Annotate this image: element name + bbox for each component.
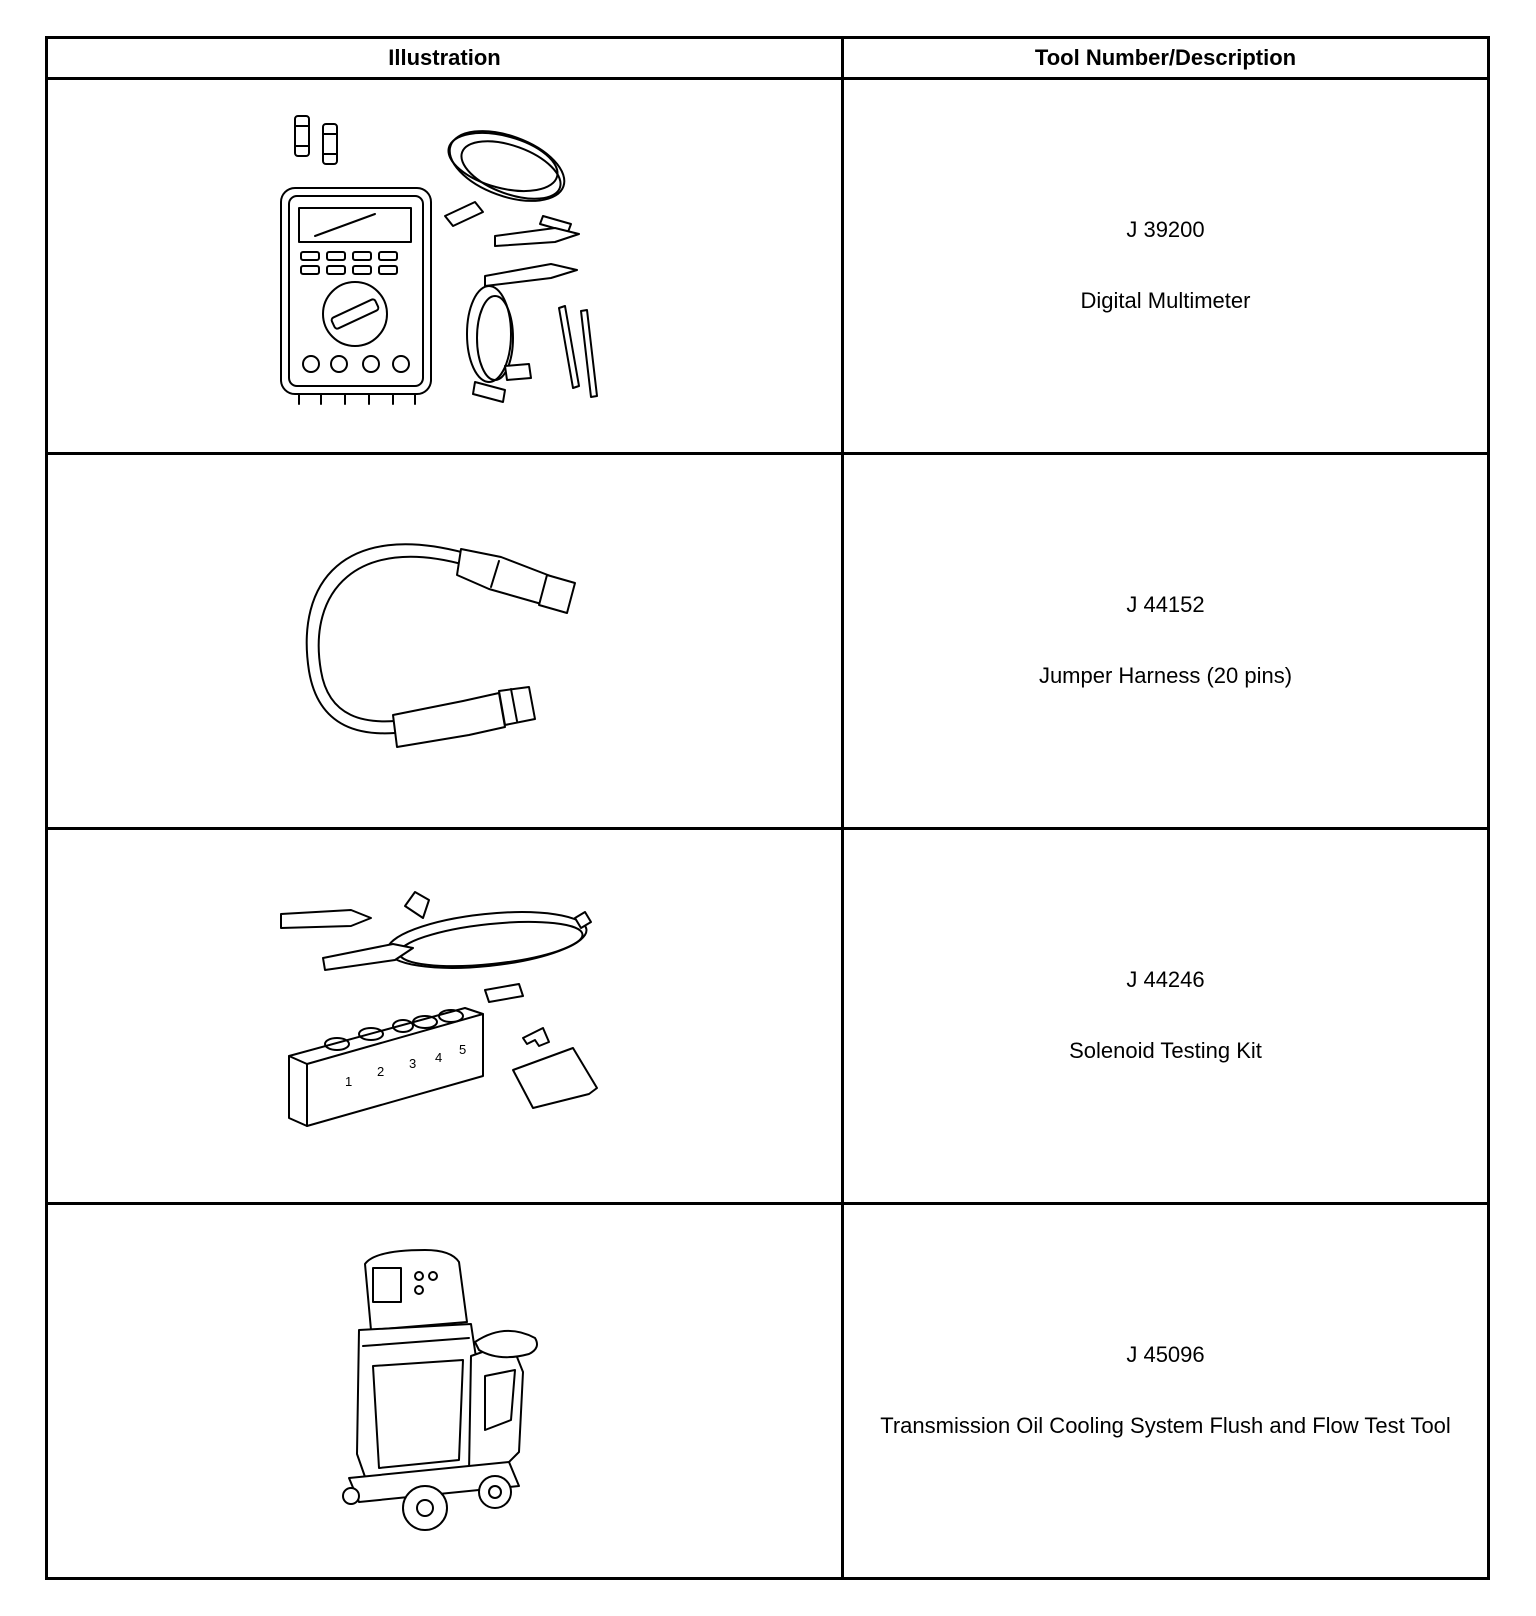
illustration-cell [45, 452, 844, 830]
illustration-cell [45, 1202, 844, 1580]
tool-number: J 39200 [1126, 217, 1205, 242]
table-row: 1 2 3 4 5 J 44246 Solenoid Testing Kit [45, 827, 1490, 1205]
digital-multimeter-icon [279, 115, 598, 405]
table-header-row: Illustration Tool Number/Description [45, 36, 1490, 80]
kit-port-label: 2 [377, 1064, 384, 1079]
tool-description-cell: J 44246 Solenoid Testing Kit [841, 827, 1490, 1205]
flush-flow-test-tool-icon [341, 1249, 538, 1531]
tool-description-cell: J 45096 Transmission Oil Cooling System … [841, 1202, 1490, 1580]
special-tools-table: Illustration Tool Number/Description [45, 36, 1490, 1580]
illustration-cell [45, 77, 844, 455]
tool-number: J 44246 [1126, 967, 1205, 992]
tool-number: J 45096 [1126, 1342, 1205, 1367]
tool-description: Transmission Oil Cooling System Flush an… [880, 1413, 1451, 1438]
table-row: J 39200 Digital Multimeter [45, 77, 1490, 455]
tool-description: Digital Multimeter [1080, 288, 1251, 313]
kit-port-label: 3 [409, 1056, 416, 1071]
tool-description-cell: J 44152 Jumper Harness (20 pins) [841, 452, 1490, 830]
table-row: J 44152 Jumper Harness (20 pins) [45, 452, 1490, 830]
jumper-harness-icon [305, 543, 576, 748]
illustration-cell: 1 2 3 4 5 [45, 827, 844, 1205]
illustration-column-header: Illustration [45, 36, 844, 80]
tool-description: Jumper Harness (20 pins) [1038, 663, 1293, 688]
tool-column-header: Tool Number/Description [841, 36, 1490, 80]
table-row: J 45096 Transmission Oil Cooling System … [45, 1202, 1490, 1580]
kit-port-label: 5 [459, 1042, 466, 1057]
tool-description: Solenoid Testing Kit [1069, 1038, 1262, 1063]
solenoid-testing-kit-icon: 1 2 3 4 5 [279, 891, 598, 1127]
kit-port-label: 4 [435, 1050, 442, 1065]
kit-port-label: 1 [345, 1074, 352, 1089]
tool-number: J 44152 [1126, 592, 1205, 617]
tool-description-cell: J 39200 Digital Multimeter [841, 77, 1490, 455]
